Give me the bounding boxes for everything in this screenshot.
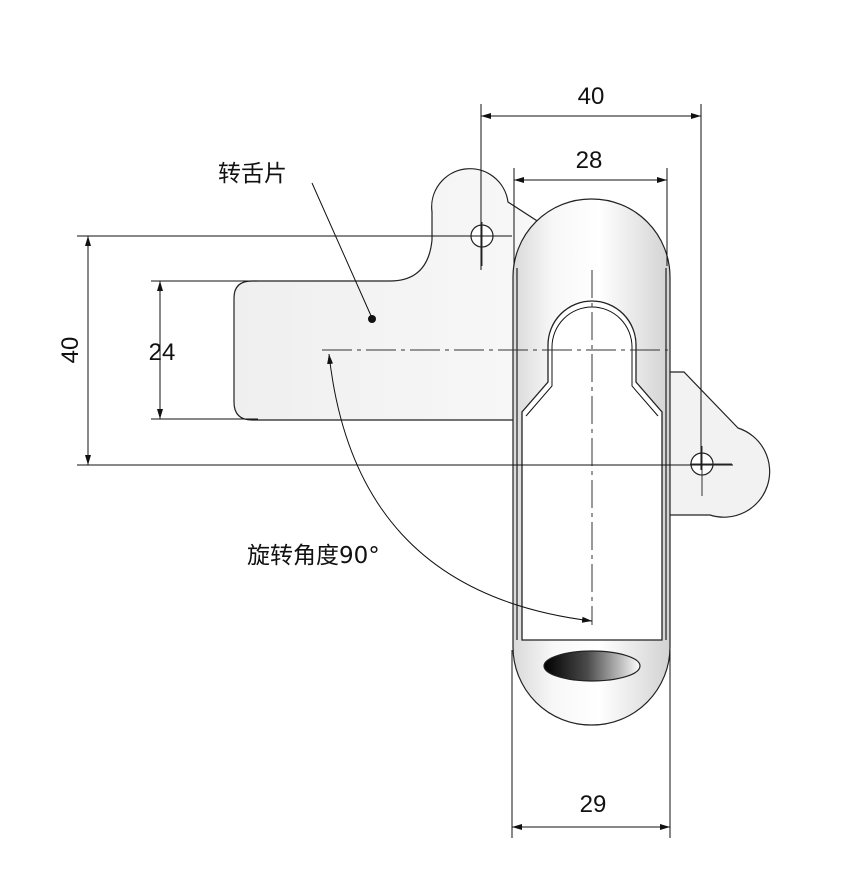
label-rotation: 旋转角度90° bbox=[247, 543, 380, 569]
dimension-bottom-29-text: 29 bbox=[580, 791, 607, 818]
keyhole-inner bbox=[551, 306, 659, 417]
dimension-24: 24 bbox=[149, 280, 258, 420]
dimension-28-text: 28 bbox=[576, 147, 603, 174]
dimension-left-40-text: 40 bbox=[57, 337, 84, 364]
dimension-bottom-29: 29 bbox=[511, 650, 671, 838]
key-slot bbox=[543, 650, 641, 682]
dimension-top-40-text: 40 bbox=[578, 83, 605, 110]
tongue-plate bbox=[233, 168, 546, 421]
rotation-arc: 旋转角度90° bbox=[247, 353, 593, 623]
leader-tongue: 转舌片 bbox=[218, 161, 376, 323]
dimension-top-40: 40 bbox=[480, 83, 702, 470]
dimension-24-text: 24 bbox=[149, 339, 176, 366]
dimension-28: 28 bbox=[513, 147, 668, 266]
label-tongue: 转舌片 bbox=[218, 161, 287, 187]
rear-bracket bbox=[659, 371, 771, 518]
